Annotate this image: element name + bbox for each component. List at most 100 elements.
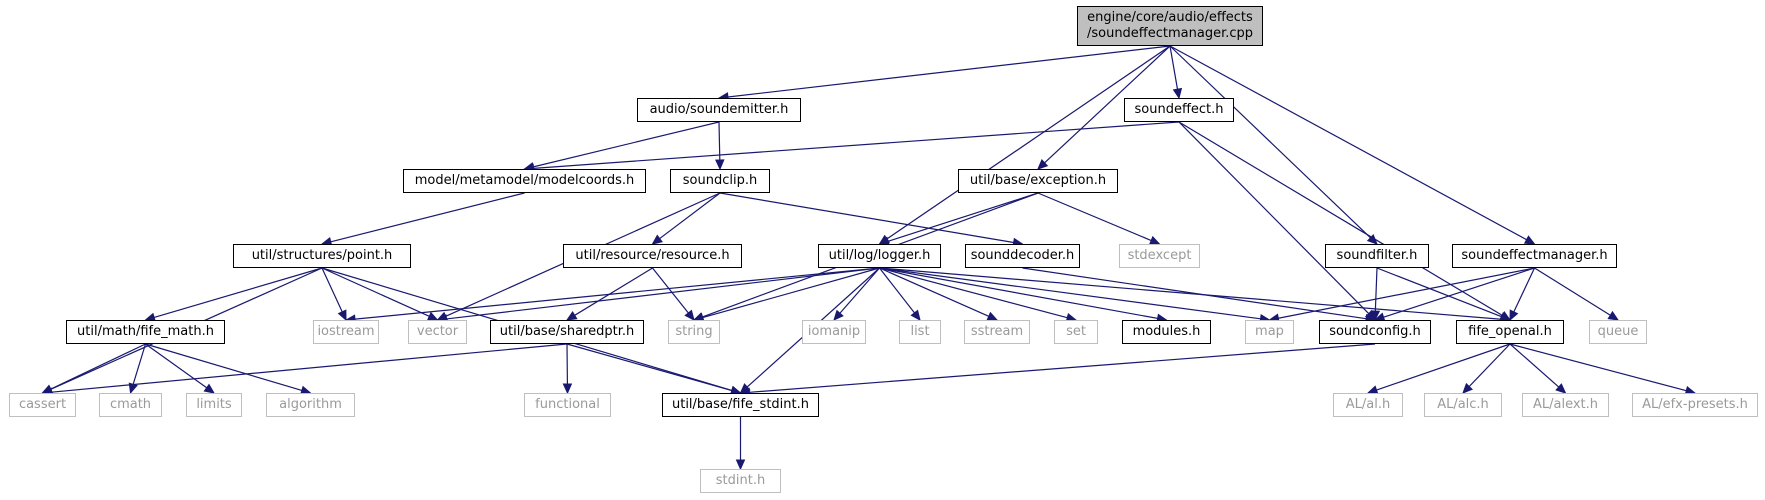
node-modules[interactable]: modules.h: [1122, 320, 1211, 344]
arrowhead-point-to-vector: [426, 311, 439, 321]
node-root[interactable]: engine/core/audio/effects /soundeffectma…: [1077, 6, 1263, 46]
edge-root-to-soundfilter: [1169, 45, 1371, 239]
edge-point-to-iostream: [321, 267, 343, 313]
edge-logger-to-iostream: [354, 267, 880, 320]
node-algorithm[interactable]: algorithm: [266, 393, 355, 417]
arrowhead-logger-to-list: [910, 309, 921, 321]
node-sstream[interactable]: sstream: [964, 320, 1030, 344]
edge-root-to-soundemitter: [727, 45, 1171, 98]
node-sounddecoder[interactable]: sounddecoder.h: [965, 244, 1080, 268]
node-alext[interactable]: AL/alext.h: [1522, 393, 1609, 417]
edge-soundeffectmanager-to-fife_openal: [1513, 267, 1536, 313]
node-list[interactable]: list: [899, 320, 941, 344]
node-al[interactable]: AL/al.h: [1333, 393, 1403, 417]
edge-soundeffectmanager-to-queue: [1534, 267, 1611, 316]
arrowhead-fife_stdint-to-stdint: [735, 459, 746, 471]
edge-soundeffectmanager-to-soundconfig: [1383, 267, 1535, 318]
arrowhead-fife_openal-to-alext: [1555, 383, 1567, 394]
node-alc[interactable]: AL/alc.h: [1424, 393, 1502, 417]
edge-soundemitter-to-soundclip: [718, 121, 721, 161]
edge-root-to-soundeffectmanager: [1169, 45, 1527, 241]
edge-fife_math-to-cmath: [132, 343, 147, 385]
edge-exception-to-logger: [887, 192, 1039, 242]
arrowhead-point-to-iostream: [337, 309, 347, 322]
edge-exception-to-stdexcept: [1037, 192, 1152, 242]
edge-fife_openal-to-alext: [1509, 343, 1560, 388]
arrowhead-soundemitter-to-soundclip: [715, 159, 725, 171]
node-functional[interactable]: functional: [524, 393, 611, 417]
node-soundeffect[interactable]: soundeffect.h: [1124, 98, 1234, 122]
edge-fife_math-to-cassert: [50, 343, 146, 390]
node-queue[interactable]: queue: [1589, 320, 1647, 344]
node-limits[interactable]: limits: [186, 393, 242, 417]
edge-logger-to-sstream: [879, 267, 990, 317]
arrowhead-root-to-soundeffect: [1172, 87, 1183, 100]
node-iostream[interactable]: iostream: [313, 320, 379, 344]
node-string[interactable]: string: [668, 320, 720, 344]
arrowhead-soundclip-to-resource: [651, 234, 663, 245]
edge-soundemitter-to-modelcoords: [533, 121, 720, 168]
arrowhead-soundfilter-to-soundconfig: [1370, 310, 1381, 322]
node-modelcoords[interactable]: model/metamodel/modelcoords.h: [403, 169, 646, 193]
edge-point-to-fife_math: [153, 267, 323, 319]
edge-sharedptr-to-cassert: [51, 343, 568, 393]
edge-logger-to-list: [879, 267, 915, 314]
arrowhead-root-to-exception: [1037, 159, 1049, 170]
node-fife-math[interactable]: util/math/fife_math.h: [66, 320, 225, 344]
arrowhead-resource-to-string: [684, 309, 695, 321]
edge-sounddecoder-to-soundconfig: [1022, 267, 1367, 320]
edge-sharedptr-to-fife_stdint: [566, 343, 733, 392]
node-fife-openal[interactable]: fife_openal.h: [1456, 320, 1564, 344]
node-soundeffectmanager[interactable]: soundeffectmanager.h: [1452, 244, 1617, 268]
edge-logger-to-set: [879, 267, 1068, 319]
edge-soundeffectmanager-to-map: [1278, 267, 1535, 319]
edge-logger-to-vector: [446, 267, 880, 320]
edge-resource-to-string: [652, 267, 689, 314]
node-soundemitter[interactable]: audio/soundemitter.h: [637, 98, 801, 122]
edge-logger-to-fife_openal: [879, 267, 1502, 320]
edge-resource-to-sharedptr: [574, 267, 653, 316]
edge-fife_math-to-limits: [145, 343, 208, 389]
node-sharedptr[interactable]: util/base/sharedptr.h: [490, 320, 644, 344]
node-soundclip[interactable]: soundclip.h: [670, 169, 770, 193]
edge-point-to-vector: [321, 267, 430, 317]
node-stdint[interactable]: stdint.h: [700, 469, 781, 493]
node-stdexcept[interactable]: stdexcept: [1119, 244, 1200, 268]
node-set[interactable]: set: [1054, 320, 1098, 344]
edge-soundeffect-to-modelcoords: [533, 121, 1180, 169]
node-efx-presets[interactable]: AL/efx-presets.h: [1632, 393, 1758, 417]
arrowhead-root-to-soundeffectmanager: [1523, 235, 1536, 245]
node-cmath[interactable]: cmath: [99, 393, 162, 417]
edge-fife_openal-to-efx_presets: [1509, 343, 1687, 392]
node-point[interactable]: util/structures/point.h: [233, 244, 411, 268]
node-map[interactable]: map: [1245, 320, 1294, 344]
arrowhead-soundeffectmanager-to-queue: [1607, 310, 1620, 321]
edge-fife_math-to-algorithm: [145, 343, 303, 392]
arrowhead-sharedptr-to-functional: [562, 383, 573, 395]
node-fife-stdint[interactable]: util/base/fife_stdint.h: [662, 393, 819, 417]
arrowhead-resource-to-sharedptr: [565, 310, 578, 321]
edge-soundeffect-to-fife_openal: [1178, 121, 1503, 316]
node-vector[interactable]: vector: [408, 320, 467, 344]
edge-root-to-logger: [886, 45, 1171, 240]
edge-modelcoords-to-point: [330, 192, 525, 243]
edge-fife_openal-to-alc: [1468, 343, 1511, 387]
node-exception[interactable]: util/base/exception.h: [958, 169, 1118, 193]
node-cassert[interactable]: cassert: [9, 393, 76, 417]
edge-soundfilter-to-soundconfig: [1374, 267, 1378, 312]
edge-soundclip-to-resource: [659, 192, 721, 240]
node-logger[interactable]: util/log/logger.h: [818, 244, 941, 268]
node-iomanip[interactable]: iomanip: [802, 320, 866, 344]
node-soundfilter[interactable]: soundfilter.h: [1325, 244, 1429, 268]
edge-soundeffect-to-soundconfig: [1178, 121, 1370, 315]
edge-logger-to-iomanip: [839, 267, 880, 314]
node-resource[interactable]: util/resource/resource.h: [563, 244, 742, 268]
edge-soundconfig-to-fife_stdint: [749, 343, 1376, 393]
edge-fife_openal-to-al: [1376, 343, 1511, 391]
arrowhead-fife_math-to-limits: [203, 383, 216, 394]
node-soundconfig[interactable]: soundconfig.h: [1319, 320, 1431, 344]
arrowhead-logger-to-iomanip: [833, 309, 844, 321]
arrowhead-logger-to-sstream: [986, 311, 999, 321]
edge-root-to-soundeffect: [1169, 45, 1179, 90]
edge-logger-to-modules: [879, 267, 1158, 319]
